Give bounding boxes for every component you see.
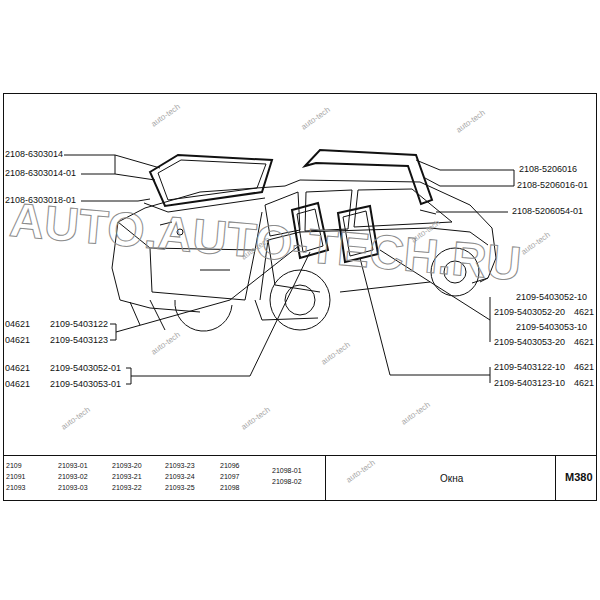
glass-seal [420, 210, 436, 214]
model-cell: 21093-03 [58, 484, 88, 491]
model-cell: 21093-02 [58, 473, 88, 480]
watermark: auto-tech [400, 401, 432, 427]
part-number: 04621 [5, 364, 30, 373]
sheet-title: Окна [440, 474, 463, 484]
model-cell: 2109 [6, 462, 22, 469]
frame [4, 94, 597, 501]
part-number: 2109-5403123-10 [494, 379, 565, 388]
model-cell: 21098 [220, 484, 239, 491]
leader-line [64, 155, 160, 180]
rear-glass [150, 155, 272, 206]
side-glass [305, 150, 432, 204]
part-number: 04621 [5, 320, 30, 329]
part-number: 2108-5206054-01 [512, 207, 583, 216]
part-number: 4621 [574, 363, 594, 372]
model-cell: 21093-25 [165, 484, 195, 491]
car-detail [130, 300, 165, 330]
model-cell: 21093-21 [112, 473, 142, 480]
part-number: 2109-5403053-01 [50, 380, 121, 389]
part-number: 2109-5403053-20 [494, 338, 565, 347]
part-number: 4621 [574, 379, 594, 388]
part-number: 2108-5206016-01 [517, 181, 588, 190]
model-cell: 21093-24 [165, 473, 195, 480]
model-cell: 21098-02 [272, 478, 302, 485]
part-number: 4621 [574, 308, 594, 317]
part-number: 04621 [5, 380, 30, 389]
part-number: 04621 [5, 336, 30, 345]
rear-glass [158, 160, 266, 200]
watermark: auto-tech [150, 103, 182, 129]
model-cell: 21098-01 [272, 467, 302, 474]
part-number: 4621 [574, 338, 594, 347]
part-number: 2109-5403123 [50, 336, 108, 345]
wheel [285, 285, 315, 315]
part-number: 2108-6303014 [5, 150, 63, 159]
watermark: auto-tech [150, 331, 182, 357]
part-number: 2108-6303014-01 [5, 169, 76, 178]
model-cell: 21093-23 [165, 462, 195, 469]
part-number: 2109-5403052-01 [50, 364, 121, 373]
model-cell: 21093-22 [112, 484, 142, 491]
wheel [175, 300, 232, 331]
model-cell: 21091 [6, 473, 25, 480]
model-cell: 21097 [220, 473, 239, 480]
watermark: auto-tech [60, 406, 92, 432]
wheel [270, 270, 330, 330]
watermark: auto-tech [240, 406, 272, 432]
table-rule [4, 455, 597, 456]
leader-line [436, 212, 508, 213]
watermark: AUTO.AUTO-TECH.RU [8, 196, 523, 289]
model-cell: 21096 [220, 462, 239, 469]
watermark: auto-tech [345, 459, 377, 485]
leader-line [416, 160, 514, 186]
watermark: auto-tech [320, 341, 352, 367]
part-number: 2109-5403052-20 [494, 308, 565, 317]
table-rule [555, 456, 556, 501]
leader-line [126, 252, 310, 384]
watermark: auto-tech [520, 231, 552, 257]
model-cell: 21093 [6, 484, 25, 491]
part-number: 2109-5403053-10 [516, 323, 587, 332]
model-cell: 21093-01 [58, 462, 88, 469]
part-number: 2108-5206016 [519, 165, 577, 174]
table-rule [325, 456, 326, 501]
part-number: 2109-5403052-10 [516, 293, 587, 302]
watermark: auto-tech [455, 109, 487, 135]
part-number: 2109-5403122-10 [494, 363, 565, 372]
sheet-number: М380 [565, 472, 593, 483]
part-number: 2109-5403122 [50, 320, 108, 329]
leader-line [81, 199, 150, 201]
watermark: auto-tech [300, 106, 332, 132]
model-cell: 21093-20 [112, 462, 142, 469]
